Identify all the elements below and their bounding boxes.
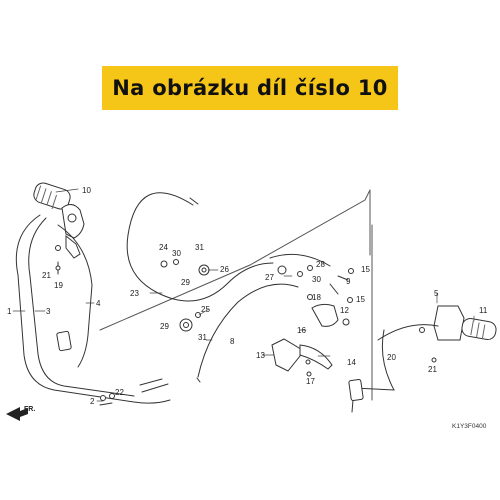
- callout-15: 15: [361, 265, 370, 274]
- callout-27: 27: [265, 273, 274, 282]
- callout-21: 21: [42, 271, 51, 280]
- callout-29: 29: [181, 278, 190, 287]
- callout-23: 23: [130, 289, 139, 298]
- callout-14: 14: [347, 358, 356, 367]
- brake-lever-assembly: [271, 275, 350, 377]
- callout-20: 20: [387, 353, 396, 362]
- callout-29b: 29: [160, 322, 169, 331]
- callout-31: 31: [195, 243, 204, 252]
- callout-12: 12: [340, 306, 349, 315]
- right-grip-assembly: [348, 305, 497, 413]
- cable-clamp: [99, 393, 115, 406]
- callout-15b: 15: [356, 295, 365, 304]
- diagram-code: K1Y3F0400: [452, 423, 487, 430]
- brake-cable-23: [126, 192, 331, 302]
- callout-9: 9: [346, 277, 351, 286]
- throttle-grip-assembly: [33, 182, 85, 275]
- callout-28: 28: [316, 260, 325, 269]
- callout-25: 25: [201, 305, 210, 314]
- callout-30b: 30: [312, 275, 321, 284]
- leader-lines: [12, 188, 475, 402]
- front-arrow-icon: FR.: [6, 406, 35, 421]
- callout-13: 13: [256, 351, 265, 360]
- callout-31b: 31: [198, 333, 207, 342]
- callout-17: 17: [306, 377, 315, 386]
- callout-18: 18: [312, 293, 321, 302]
- callout-22: 22: [115, 388, 124, 397]
- callout-16: 16: [297, 326, 306, 335]
- callout-5: 5: [434, 289, 439, 298]
- callout-labels: 10 1 3 4 19 21 2 22 23 24 30 31 29 26 25…: [7, 186, 488, 406]
- callout-4: 4: [96, 299, 101, 308]
- callout-21b: 21: [428, 365, 437, 374]
- callout-3: 3: [46, 307, 51, 316]
- callout-1: 1: [7, 307, 12, 316]
- callout-24: 24: [159, 243, 168, 252]
- callout-19: 19: [54, 281, 63, 290]
- part-number-banner: Na obrázku díl číslo 10: [102, 66, 398, 110]
- front-mark-label: FR.: [24, 406, 35, 413]
- fasteners: [160, 259, 354, 332]
- callout-10: 10: [82, 186, 91, 195]
- callout-8: 8: [230, 337, 235, 346]
- callout-26: 26: [220, 265, 229, 274]
- throttle-cables: [15, 214, 171, 404]
- callout-2: 2: [90, 397, 95, 406]
- cable-8: [196, 283, 299, 383]
- frame-line: [99, 189, 371, 331]
- callout-30: 30: [172, 249, 181, 258]
- banner-text: Na obrázku díl číslo 10: [112, 76, 388, 100]
- callout-11: 11: [479, 306, 488, 315]
